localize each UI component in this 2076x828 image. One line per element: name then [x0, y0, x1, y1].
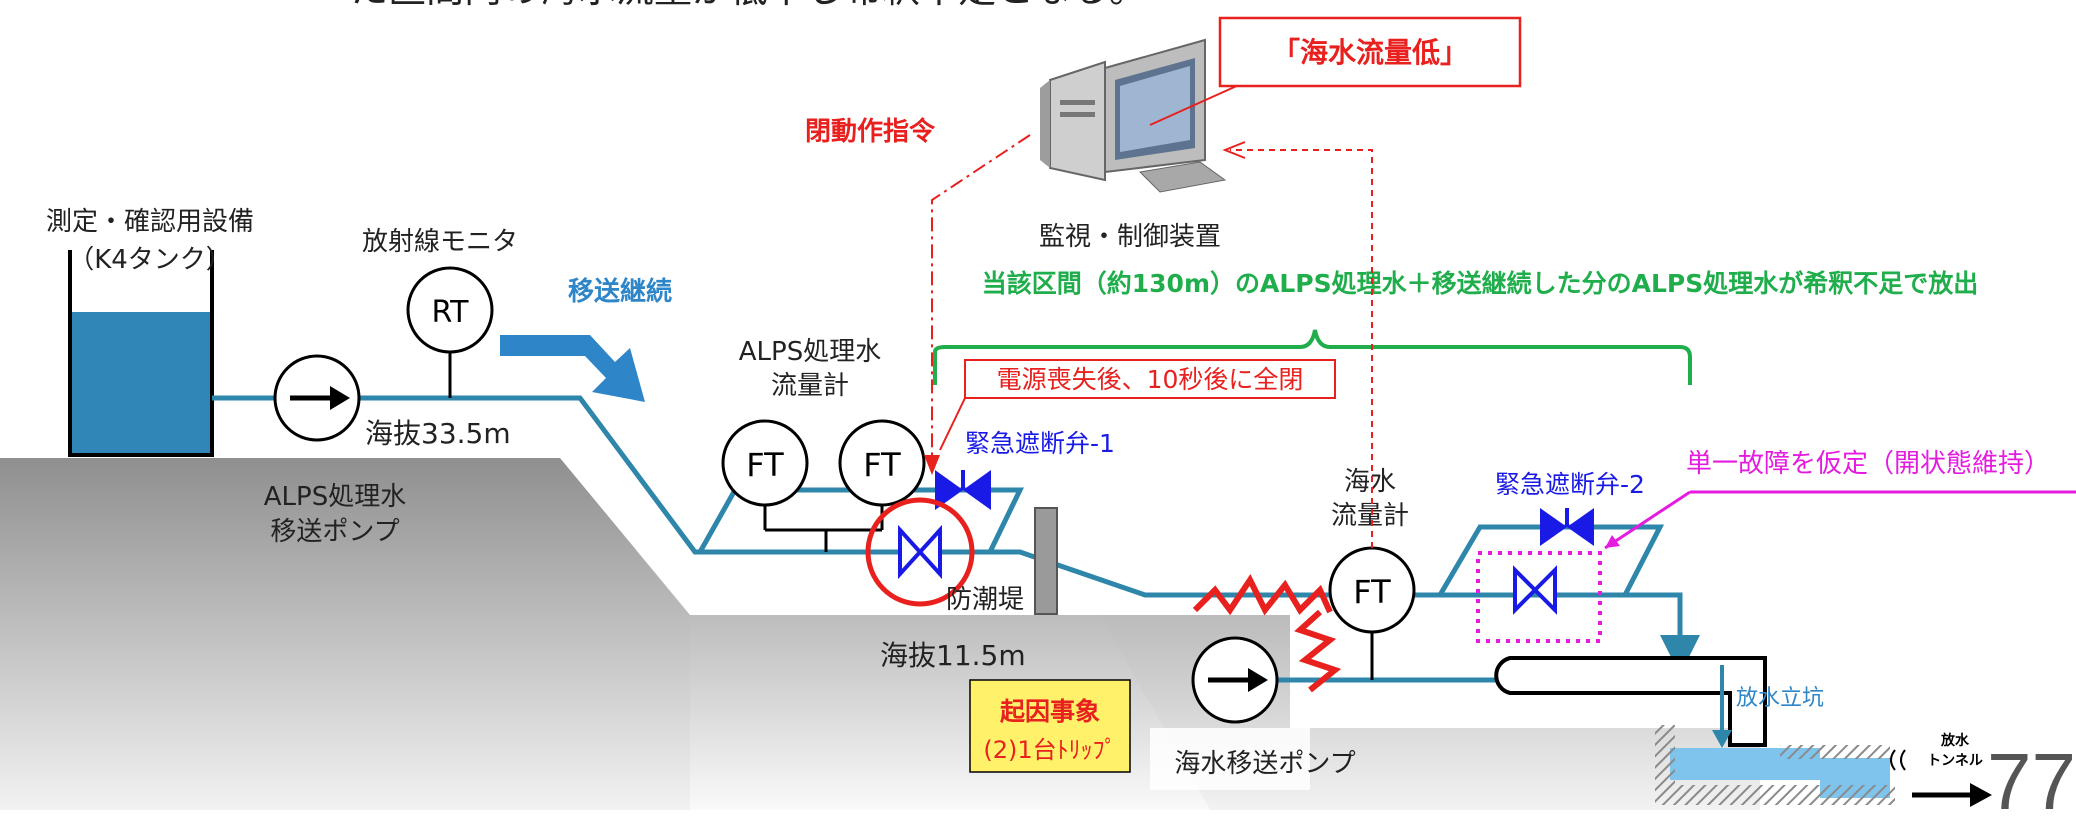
tunnel-arrowhead [1970, 783, 1992, 807]
valve-2-open [1513, 565, 1557, 615]
shaft-wall-left [1655, 725, 1675, 785]
shaft-label: 放水立坑 [1736, 686, 1824, 711]
tunnel-label-2: トンネル [1927, 753, 1983, 769]
valve-1-highlight [865, 497, 975, 607]
close-command-line [931, 134, 1031, 470]
event-sublabel: (2)1台ﾄﾘｯﾌﾟ [983, 736, 1116, 764]
sw-pump-label-bg [1150, 728, 1310, 790]
sw-fm-label-2: 流量計 [1331, 501, 1409, 531]
tunnel-label-1: 放水 [1940, 732, 1970, 749]
rt-label: RT [432, 295, 470, 330]
alps-pump [273, 354, 361, 442]
single-failure-arrowhead [1605, 535, 1620, 548]
tank-label: 測定・確認用設備 [46, 207, 254, 237]
k4-tank [68, 250, 214, 457]
alps-pump-label-2: 移送ポンプ [270, 517, 399, 547]
alps-ft-2-label: FT [863, 446, 901, 484]
diagram-canvas: た区間内の海水流量が低下し希釈不足となる。 測定・確認用設備 （K4タンク） A… [0, 0, 2076, 810]
alert-leader [1149, 79, 1251, 126]
emergency-valve-2 [1540, 508, 1594, 546]
header-fragment: た区間内の海水流量が低下し希釈不足となる。 [350, 0, 1147, 11]
power-loss-box [964, 359, 1336, 399]
elevation-low: 海抜11.5m [880, 639, 1026, 672]
transfer-continue-arrow [500, 335, 645, 402]
valve-1-open [898, 524, 942, 580]
valve-2-label: 緊急遮断弁-2 [1495, 470, 1645, 499]
alps-fm-label-1: ALPS処理水 [739, 337, 881, 367]
page-number: 77 [1987, 737, 2076, 826]
trip-zigzag-1 [1192, 574, 1333, 616]
seawater-pump-label: 海水移送ポンプ [1174, 749, 1355, 779]
radiation-monitor [406, 266, 494, 398]
power-loss-leader [939, 397, 966, 451]
monitor-label: 監視・制御装置 [1039, 222, 1221, 252]
rad-monitor-label: 放射線モニタ [362, 227, 518, 257]
alps-ft-2 [838, 419, 926, 507]
sw-fm-label-1: 海水 [1344, 467, 1396, 497]
alps-fm-bypass [695, 487, 1024, 555]
alps-ft-1-label: FT [746, 446, 784, 484]
power-loss-label: 電源喪失後、10秒後に全閉 [997, 365, 1304, 394]
valve-1-label: 緊急遮断弁-1 [965, 429, 1115, 458]
alps-pump-label-1: ALPS処理水 [264, 482, 406, 512]
event-box [969, 679, 1131, 773]
trip-zigzag-2 [1294, 609, 1342, 693]
alps-flowmeter-bracket [763, 500, 884, 552]
seawall [1034, 507, 1058, 615]
close-command-label: 閉動作指令 [805, 116, 936, 147]
single-failure-label: 単一故障を仮定（開状態維持） [1686, 449, 2050, 479]
flow-signal-arrowhead [1222, 141, 1246, 159]
valve-2-failure-box [1476, 551, 1602, 643]
outlet-pipe [1494, 656, 1767, 747]
transfer-continue-label: 移送継続 [568, 276, 672, 307]
flow-signal-line [1230, 149, 1373, 548]
seawater-pump [1191, 636, 1279, 724]
alert-box [1218, 16, 1522, 88]
emergency-valve-1 [935, 470, 991, 510]
alps-fm-label-2: 流量計 [771, 371, 849, 401]
section-note: 当該区間（約130m）のALPS処理水＋移送継続した分のALPS処理水が希釈不足… [982, 269, 1978, 298]
shaft-flow-arrowhead [1712, 730, 1732, 748]
tunnel-break [1890, 749, 1906, 771]
seawater-ft [1328, 546, 1416, 680]
elevation-high: 海抜33.5m [365, 417, 511, 450]
alert-label: 「海水流量低」 [1272, 36, 1468, 69]
computer-icon [1040, 38, 1227, 193]
alps-ft-1 [721, 419, 809, 507]
event-label: 起因事象 [1000, 697, 1100, 726]
section-bracket [933, 329, 1692, 385]
seawall-label: 防潮堤 [946, 585, 1024, 615]
seawater-ft-label: FT [1353, 573, 1391, 611]
shaft-floor [1655, 785, 1895, 805]
valve2-bypass [1435, 524, 1665, 598]
single-failure-leader [1604, 490, 1691, 550]
tank-sublabel: （K4タンク） [68, 245, 232, 275]
close-command-arrowhead [924, 455, 940, 475]
shaft-wall-top [1780, 745, 1890, 759]
